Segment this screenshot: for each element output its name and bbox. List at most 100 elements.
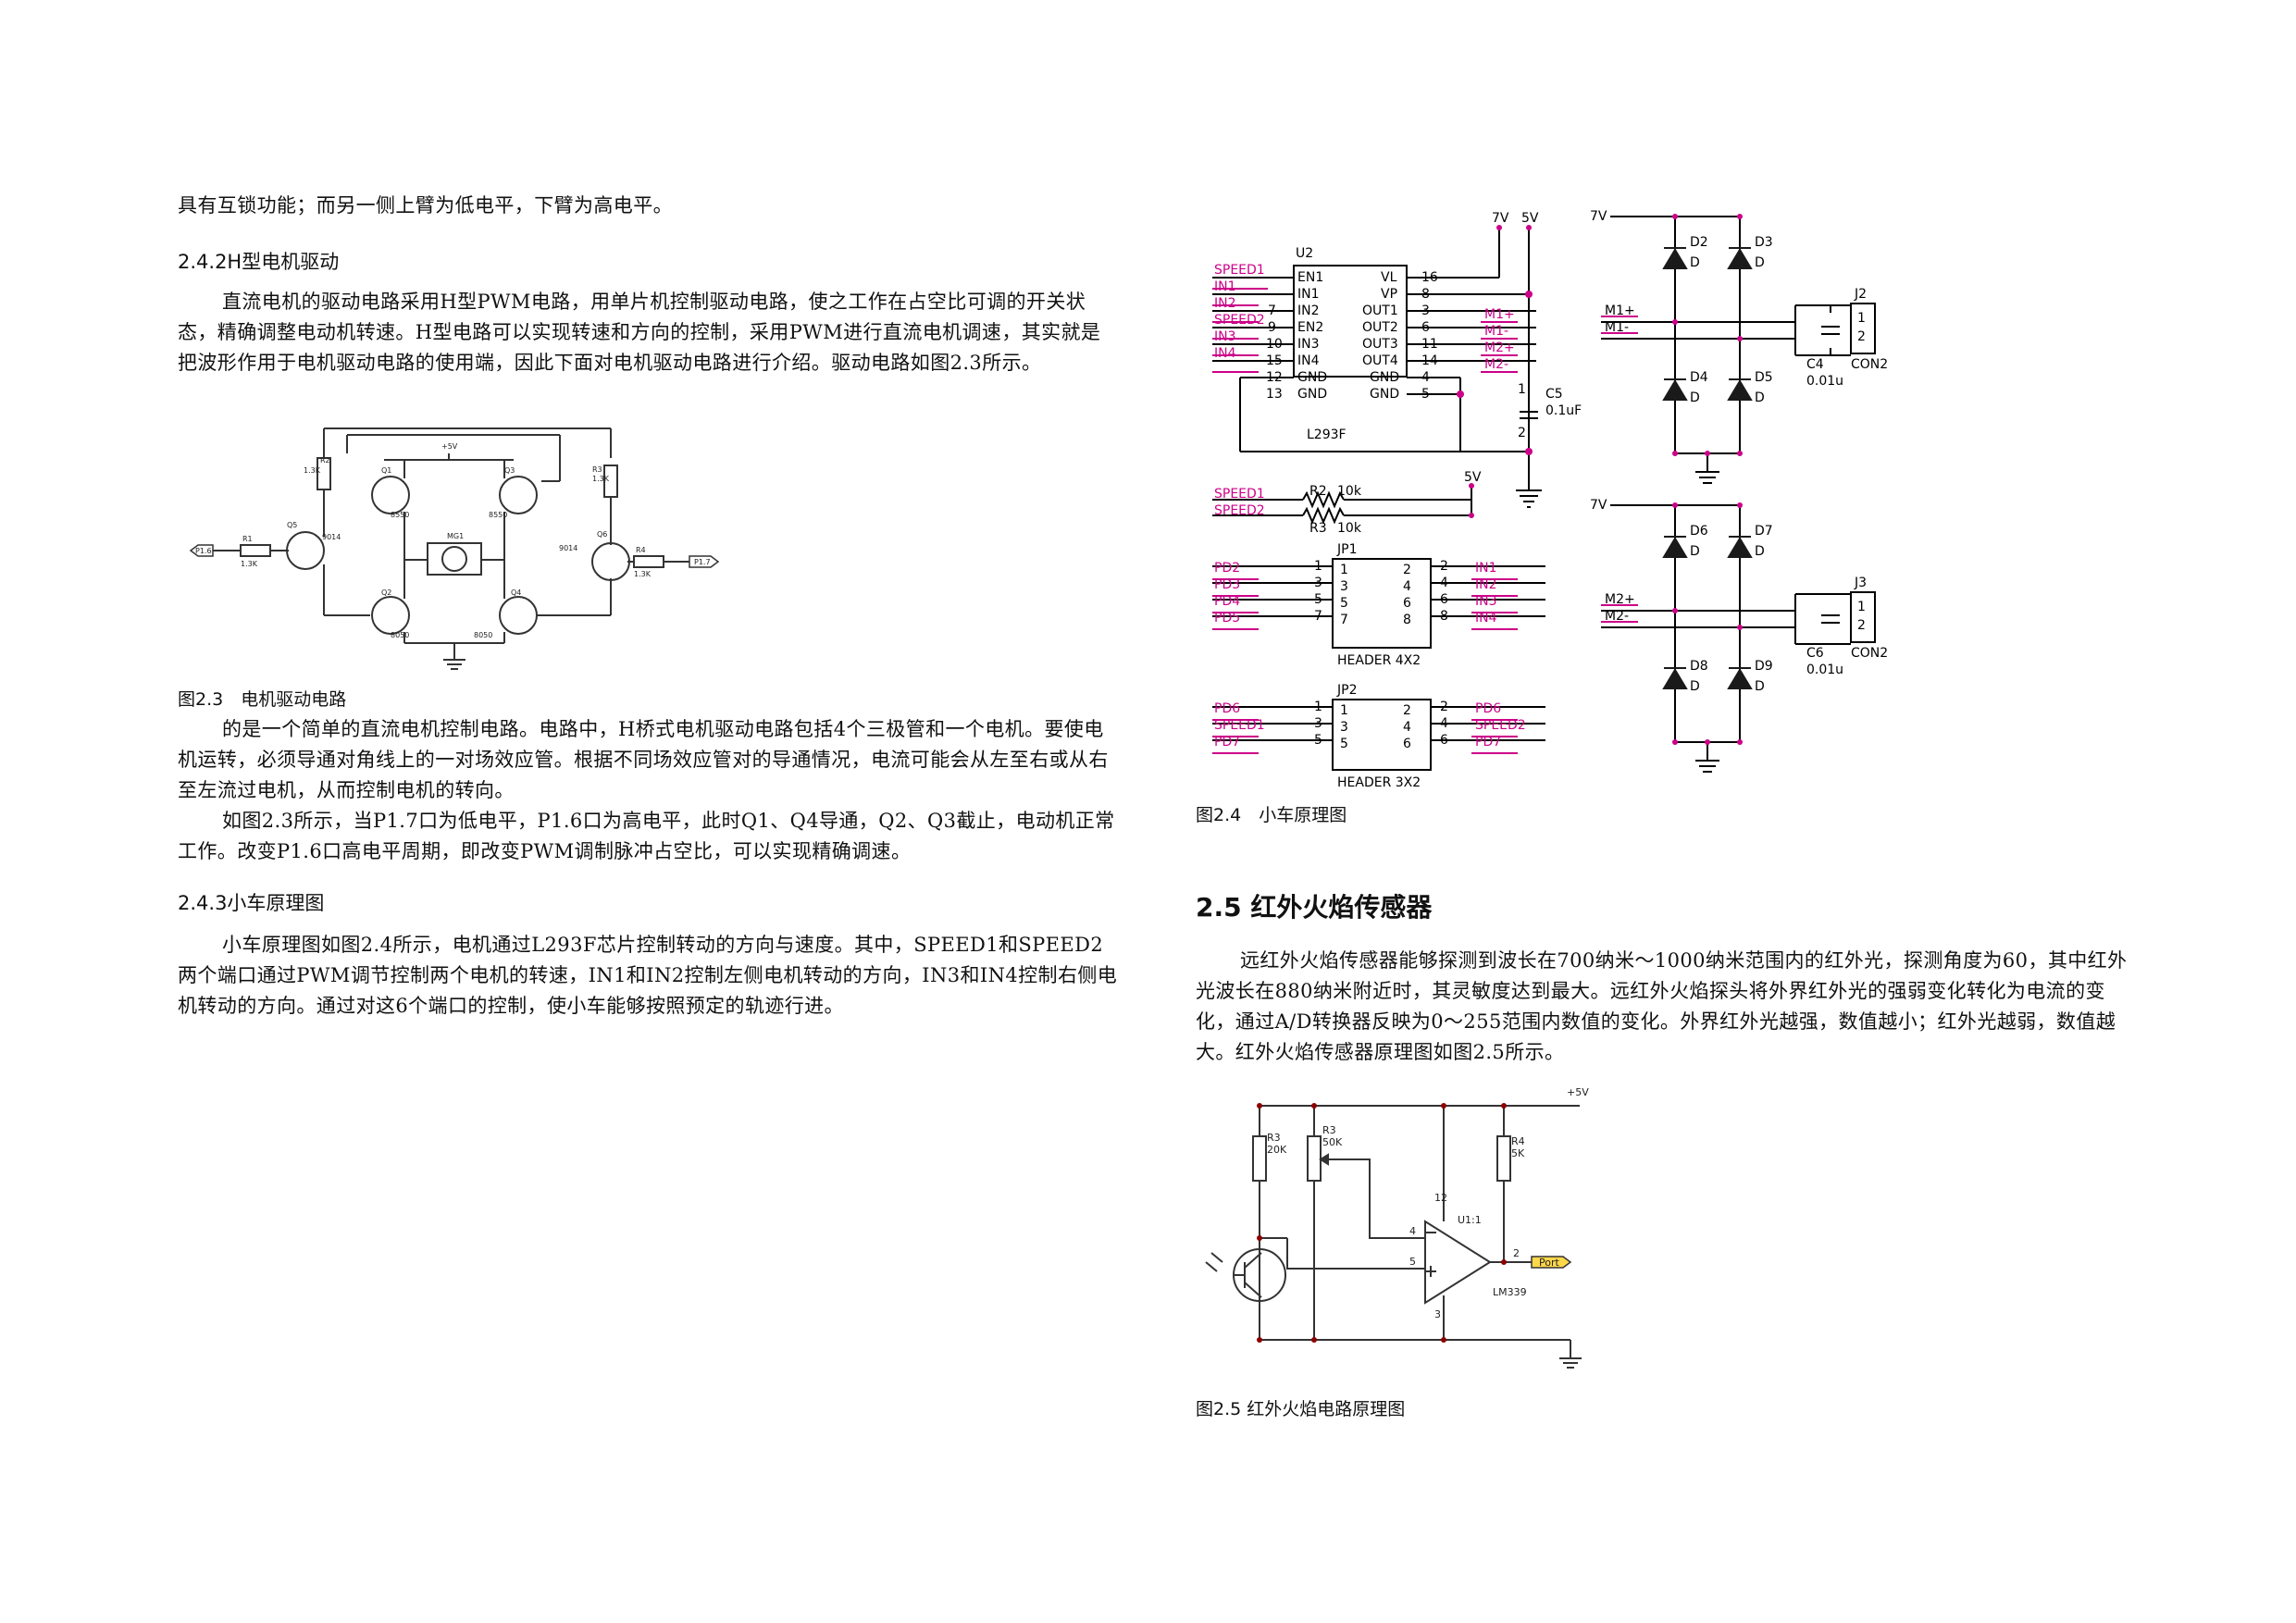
jp2-net-pd6: PD6 bbox=[1214, 701, 1240, 716]
jp2-in2: 5 bbox=[1340, 737, 1348, 751]
jp1-ir0: 2 bbox=[1403, 563, 1411, 577]
r3b-label: R3 bbox=[1322, 1124, 1336, 1136]
jp2-ir0: 2 bbox=[1403, 703, 1411, 718]
jp2-in1: 3 bbox=[1340, 720, 1348, 735]
q2-part: 8050 bbox=[391, 631, 409, 639]
jp2-net-pd7: PD7 bbox=[1214, 735, 1240, 750]
figure-2-3-motor-drive-circuit: +5V Q1 Q3 Q2 Q4 Q5 Q6 MG1 R2 1.3K R3 1.3… bbox=[189, 427, 720, 670]
figure-2-3-caption: 图2.3 电机驱动电路 bbox=[178, 689, 347, 710]
j2-pin1: 1 bbox=[1857, 311, 1866, 326]
c6-value: 0.01u bbox=[1806, 663, 1843, 677]
pin-l2: IN2 bbox=[1297, 304, 1320, 318]
pin-num-l4: 10 bbox=[1266, 337, 1283, 352]
c5-pin2: 2 bbox=[1518, 426, 1526, 440]
r4-label: R4 bbox=[1511, 1135, 1525, 1147]
d4-type: D bbox=[1690, 390, 1700, 405]
jp1-in2: 5 bbox=[1340, 596, 1348, 611]
jp1-in3: 7 bbox=[1340, 613, 1348, 627]
v5-label-2: 5V bbox=[1464, 470, 1482, 485]
jp1-net-pd4: PD4 bbox=[1214, 594, 1240, 609]
c5-value: 0.1uF bbox=[1545, 403, 1582, 418]
chip-label: LM339 bbox=[1493, 1286, 1527, 1298]
jp2-in0: 1 bbox=[1340, 703, 1348, 718]
pin-num-r5: 14 bbox=[1421, 353, 1438, 368]
section-heading-2-4-2: 2.4.2H型电机驱动 bbox=[178, 251, 340, 273]
r2-value: 10k bbox=[1337, 484, 1362, 499]
jp1-label: JP1 bbox=[1336, 542, 1357, 557]
q1-part: 8550 bbox=[391, 511, 409, 519]
r2-value: 1.3K bbox=[304, 466, 321, 475]
jp2-nl0: 1 bbox=[1314, 700, 1322, 714]
pin-l5: IN4 bbox=[1297, 353, 1320, 368]
pin-r1: VP bbox=[1381, 287, 1397, 302]
pin-12: 12 bbox=[1434, 1192, 1447, 1204]
port-label: Port bbox=[1539, 1257, 1559, 1269]
jp1-nr3: 8 bbox=[1440, 609, 1448, 624]
jp2-net-pd7-r: PD7 bbox=[1475, 735, 1501, 750]
q2-label: Q2 bbox=[381, 588, 391, 597]
q4-part: 8050 bbox=[474, 631, 492, 639]
q5-label: Q5 bbox=[287, 521, 297, 529]
c4-label: C4 bbox=[1806, 357, 1824, 372]
m1m-net: M1- bbox=[1605, 320, 1629, 335]
d3-label: D3 bbox=[1755, 235, 1773, 250]
jp1-nl3: 7 bbox=[1314, 609, 1322, 624]
jp1-ir2: 6 bbox=[1403, 596, 1411, 611]
jp1-nl1: 3 bbox=[1314, 576, 1322, 590]
jp1-net-in4: IN4 bbox=[1475, 611, 1497, 626]
r3b-value: 50K bbox=[1322, 1136, 1343, 1148]
r3-label: R3 bbox=[1309, 521, 1327, 536]
d9-type: D bbox=[1755, 679, 1765, 694]
pin-l1: IN1 bbox=[1297, 287, 1320, 302]
jp2-net-speed2: SPEED2 bbox=[1475, 718, 1526, 733]
d2-type: D bbox=[1690, 255, 1700, 270]
pin-r3: OUT2 bbox=[1362, 320, 1398, 335]
q4-label: Q4 bbox=[511, 588, 521, 597]
d5-type: D bbox=[1755, 390, 1765, 405]
j3-name: CON2 bbox=[1851, 646, 1888, 661]
jp2-label: JP2 bbox=[1336, 683, 1357, 698]
jp2-net-speed1: SPEED1 bbox=[1214, 718, 1265, 733]
jp2-nl2: 5 bbox=[1314, 733, 1322, 748]
pin-r7: GND bbox=[1370, 387, 1399, 402]
r3-value: 10k bbox=[1337, 521, 1362, 536]
figure-2-5-flame-sensor-circuit: +5V R3 20K R3 50K R4 5K U1:1 LM339 Port … bbox=[1205, 1086, 1589, 1369]
d4-label: D4 bbox=[1690, 370, 1708, 385]
pin-r0: VL bbox=[1381, 270, 1397, 285]
q6-part: 9014 bbox=[559, 544, 577, 552]
q5-part: 9014 bbox=[322, 533, 341, 541]
net-speed2-r: SPEED2 bbox=[1214, 503, 1265, 518]
net-in1: IN1 bbox=[1214, 279, 1236, 294]
j2-name: CON2 bbox=[1851, 357, 1888, 372]
jp1-net-pd5: PD5 bbox=[1214, 611, 1240, 626]
net-speed1-r: SPEED1 bbox=[1214, 487, 1265, 502]
c5-label: C5 bbox=[1545, 387, 1563, 402]
jp1-nr0: 2 bbox=[1440, 559, 1448, 574]
d3-type: D bbox=[1755, 255, 1765, 270]
paragraph-car-schematic: 小车原理图如图2.4所示，电机通过L293F芯片控制转动的方向与速度。其中，SP… bbox=[178, 934, 1118, 1017]
pin-num-r4: 11 bbox=[1421, 337, 1438, 352]
c5-pin1: 1 bbox=[1518, 382, 1526, 397]
r4-label: R4 bbox=[636, 546, 646, 554]
pin-5: 5 bbox=[1409, 1256, 1416, 1268]
pin-4: 4 bbox=[1409, 1225, 1416, 1237]
p17-port: P1.7 bbox=[694, 558, 711, 566]
pin-num-r0: 16 bbox=[1421, 270, 1438, 285]
q6-label: Q6 bbox=[597, 530, 607, 539]
net-in4: IN4 bbox=[1214, 346, 1236, 361]
jp1-ir3: 8 bbox=[1403, 613, 1411, 627]
paragraph-h-bridge-explanation: 的是一个简单的直流电机控制电路。电路中，H桥式电机驱动电路包括4个三极管和一个电… bbox=[178, 718, 1109, 801]
jp1-nr2: 6 bbox=[1440, 592, 1448, 607]
pin-num-l3: 9 bbox=[1268, 320, 1276, 335]
jp2-nr0: 2 bbox=[1440, 700, 1448, 714]
m2m-net: M2- bbox=[1605, 609, 1629, 624]
jp2-nl1: 3 bbox=[1314, 716, 1322, 731]
pin-num-r3: 6 bbox=[1421, 320, 1430, 335]
pin-num-l2: 7 bbox=[1268, 304, 1276, 318]
j3-label: J3 bbox=[1854, 576, 1867, 590]
j3-pin2: 2 bbox=[1857, 618, 1866, 633]
j3-pin1: 1 bbox=[1857, 600, 1866, 614]
net-m1m: M1- bbox=[1484, 324, 1508, 339]
net-in2: IN2 bbox=[1214, 296, 1236, 311]
d8-label: D8 bbox=[1690, 659, 1708, 674]
